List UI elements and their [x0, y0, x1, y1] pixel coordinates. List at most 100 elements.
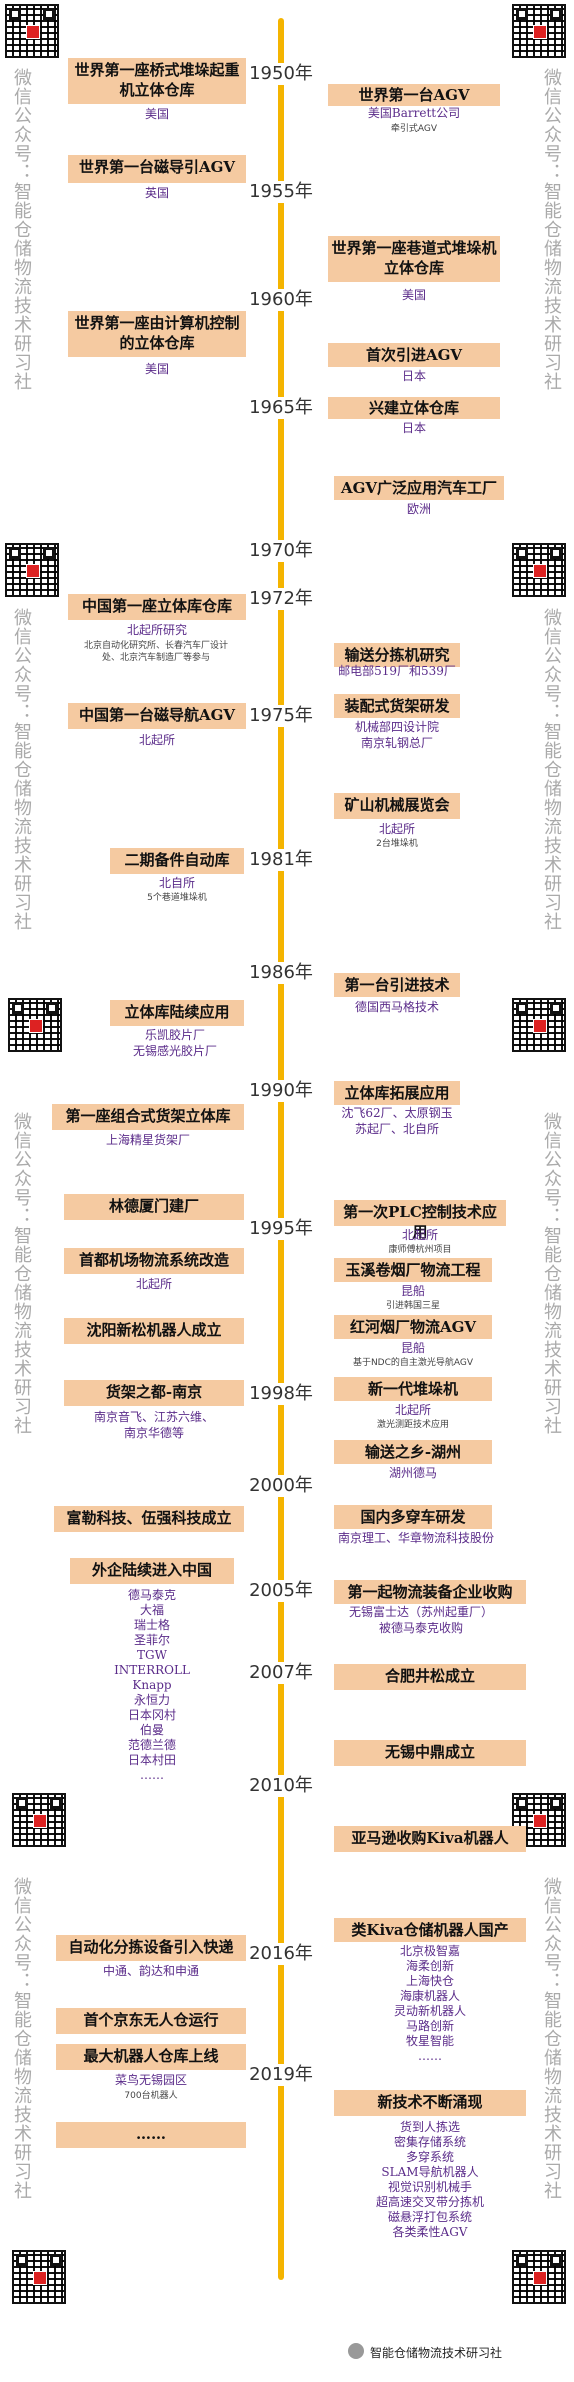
event-detail: 美国	[144, 362, 169, 376]
event-title: AGV广泛应用汽车工厂	[334, 476, 504, 500]
year-label: 1975年	[236, 705, 326, 727]
year-label: 2005年	[236, 1580, 326, 1602]
side-watermark: 微信公众号：智能仓储物流技术研习社	[11, 1877, 32, 2200]
list-item: 牧星智能	[405, 2034, 454, 2048]
event-title: 首个京东无人仓运行	[56, 2008, 246, 2034]
list-item: ……	[140, 1768, 164, 1782]
footer-brand: 智能仓储物流技术研习社	[370, 2346, 503, 2360]
side-watermark: 微信公众号：智能仓储物流技术研习社	[11, 608, 32, 931]
event-title: 外企陆续进入中国	[70, 1558, 234, 1584]
event-detail: 美国Barrett公司	[367, 106, 461, 120]
list-item: 瑞士格	[133, 1618, 170, 1632]
event-title: 矿山机械展览会	[334, 793, 460, 819]
event-title: 富勒科技、伍强科技成立	[54, 1506, 244, 1532]
event-title: 第一座组合式货架立体库	[52, 1104, 244, 1130]
event-title: 立体库拓展应用	[334, 1081, 460, 1105]
event-note: 康师傅杭州项目	[388, 1245, 452, 1255]
event-detail: 中通、韵达和申通	[102, 1964, 199, 1978]
qr-code-icon	[512, 1793, 566, 1847]
list-item: 磁悬浮打包系统	[387, 2210, 472, 2224]
qr-code-icon	[512, 998, 566, 1052]
list-item: 海康机器人	[399, 1989, 460, 2003]
event-title: 第一起物流装备企业收购	[334, 1580, 526, 1604]
list-item: 日本村田	[127, 1753, 176, 1767]
qr-code-icon	[5, 4, 59, 58]
list-item: 各类柔性AGV	[392, 2225, 468, 2239]
event-note: 牵引式AGV	[390, 124, 438, 134]
list-item: 视觉识别机械手	[387, 2180, 472, 2194]
event-title: 无锡中鼎成立	[334, 1740, 526, 1766]
event-title: 合肥井松成立	[334, 1664, 526, 1690]
list-item: 超高速交叉带分拣机	[375, 2195, 484, 2209]
event-detail: 北起所	[378, 822, 415, 836]
event-title: 新技术不断涌现	[334, 2090, 526, 2116]
year-label: 2016年	[236, 1943, 326, 1965]
qr-code-icon	[12, 1793, 66, 1847]
qr-code-icon	[8, 998, 62, 1052]
event-title: 立体库陆续应用	[110, 1000, 244, 1026]
event-detail: 无锡富士达（苏州起重厂）	[348, 1605, 493, 1619]
year-label: 1960年	[236, 289, 326, 311]
event-detail: 菜鸟无锡园区	[114, 2073, 187, 2087]
event-title: 新一代堆垛机	[334, 1377, 492, 1401]
event-detail: 邮电部519厂和539厂	[338, 664, 456, 678]
event-title: 沈阳新松机器人成立	[64, 1318, 244, 1344]
event-title: 国内多穿车研发	[334, 1505, 492, 1529]
year-label: 2010年	[236, 1775, 326, 1797]
event-note: 700台机器人	[124, 2091, 178, 2101]
year-label: 2019年	[236, 2064, 326, 2086]
event-detail: 无锡感光胶片厂	[132, 1044, 217, 1058]
list-item: 多穿系统	[405, 2150, 454, 2164]
event-detail: 德国西马格技术	[354, 1000, 439, 1014]
list-item: ……	[418, 2049, 442, 2063]
event-note: 基于NDC的自主激光导航AGV	[352, 1358, 474, 1368]
list-item: TGW	[137, 1648, 167, 1662]
year-label: 1995年	[236, 1218, 326, 1240]
list-item: Knapp	[132, 1678, 172, 1692]
event-note: 北京自动化研究所、长春汽车厂设计处、北京汽车制造厂等参与	[83, 641, 228, 663]
event-title: 输送分拣机研究	[334, 643, 460, 667]
event-detail: 南京轧钢总厂	[360, 736, 433, 750]
list-item: 海柔创新	[405, 1959, 454, 1973]
event-title: 二期备件自动库	[110, 848, 244, 874]
event-detail: 南京华德等	[123, 1426, 184, 1440]
year-label: 2000年	[236, 1475, 326, 1497]
side-watermark: 微信公众号：智能仓储物流技术研习社	[541, 1112, 562, 1435]
event-detail: 昆船	[400, 1341, 425, 1355]
event-detail: 北起所	[394, 1403, 431, 1417]
event-title: 红河烟厂物流AGV	[334, 1315, 492, 1339]
list-item: 北京极智嘉	[399, 1944, 460, 1958]
year-label: 1986年	[236, 962, 326, 984]
event-title: 第一台引进技术	[334, 973, 460, 997]
year-label: 1972年	[236, 588, 326, 610]
event-title: 玉溪卷烟厂物流工程	[334, 1258, 492, 1282]
list-item: 上海快仓	[405, 1974, 454, 1988]
event-detail: 湖州德马	[388, 1466, 437, 1480]
event-detail: 昆船	[400, 1284, 425, 1298]
event-note: 2台堆垛机	[376, 839, 418, 849]
qr-code-icon	[512, 4, 566, 58]
list-item: 伯曼	[139, 1723, 164, 1737]
event-title: 世界第一座由计算机控制的立体仓库	[68, 311, 246, 357]
event-detail: 北起所	[135, 1277, 172, 1291]
side-watermark: 微信公众号：智能仓储物流技术研习社	[11, 1112, 32, 1435]
event-detail: 北起所研究	[126, 623, 187, 637]
year-label: 1955年	[236, 181, 326, 203]
foreign-company-list: 德马泰克 大福 瑞士格 圣菲尔 TGW INTERROLL Knapp 永恒力 …	[90, 1588, 214, 1783]
event-title: ……	[56, 2122, 246, 2148]
event-detail: 沈飞62厂、太原钢玉	[341, 1106, 453, 1120]
event-detail: 被德马泰克收购	[378, 1621, 463, 1635]
event-title: 自动化分拣设备引入快递	[56, 1935, 246, 1961]
event-title: 中国第一座立体库仓库	[68, 594, 246, 620]
new-tech-list: 货到人拣选 密集存储系统 多穿系统 SLAM导航机器人 视觉识别机械手 超高速交…	[336, 2120, 524, 2240]
event-detail: 英国	[144, 186, 169, 200]
year-label: 2007年	[236, 1662, 326, 1684]
domestic-robot-list: 北京极智嘉 海柔创新 上海快仓 海康机器人 灵动新机器人 马路创新 牧星智能 ……	[350, 1944, 510, 2064]
list-item: 灵动新机器人	[393, 2004, 466, 2018]
list-item: 圣菲尔	[133, 1633, 170, 1647]
event-title: 类Kiva仓储机器人国产	[334, 1918, 526, 1942]
event-note: 5个巷道堆垛机	[147, 893, 207, 903]
side-watermark: 微信公众号：智能仓储物流技术研习社	[541, 1877, 562, 2200]
side-watermark: 微信公众号：智能仓储物流技术研习社	[11, 68, 32, 391]
event-title: 亚马逊收购Kiva机器人	[334, 1826, 526, 1852]
